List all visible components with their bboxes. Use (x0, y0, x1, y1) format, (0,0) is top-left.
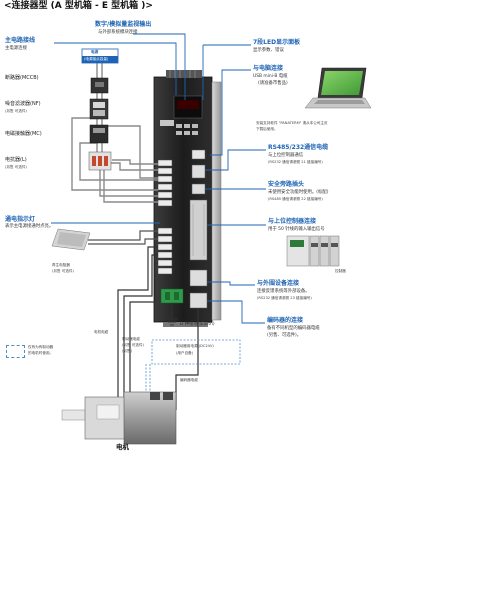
contactor-label: 电磁接触器(MC) (5, 131, 42, 137)
reactor-sub: (另售 可选件) (5, 165, 27, 169)
pc-sub2: (请准备市售品) (258, 81, 288, 86)
safety-sub2: (RS485 通信请参照 22 链接编号) (268, 197, 323, 201)
rs485-sub1: 与上位控制器通信 (268, 153, 304, 158)
resistor-label: 再生电阻器 (52, 263, 70, 267)
power-box-label: 电源 (91, 50, 99, 54)
encoder-cable-label: 编码器电缆 (180, 378, 198, 382)
ext-title: 与外围设备连接 (257, 280, 300, 287)
led-panel-sub: 显示参数、错误 (253, 48, 284, 53)
pc-sub1: USB mini-B 电缆 (253, 74, 288, 79)
resistor-icon (51, 228, 91, 251)
led-panel-title: 7段LED显示面板 (253, 39, 301, 46)
earth-wire (166, 303, 178, 326)
power-led-sub: 表示主电源接通时点亮。 (5, 224, 54, 229)
resistor-wires (88, 230, 158, 245)
callout-lines (51, 33, 266, 324)
brake-legend-box (6, 345, 25, 358)
safety-title: 安全旁路插头 (268, 181, 305, 188)
brake-power-sub: (用户自备) (176, 351, 194, 355)
brake-cable-sub2: (另售) (122, 349, 132, 353)
legend-line2: 的电机时使用。 (28, 351, 54, 355)
power-supply-box (81, 48, 119, 64)
noise-filter-label: 噪音滤波器(NF) (5, 101, 41, 107)
mccb-label: 断路器(MCCB) (5, 75, 39, 81)
encoder-sub1: 备有不同机型的编码器电缆 (267, 326, 320, 331)
noise-filter-icon (89, 98, 109, 120)
rs485-sub2: (RS232 通信请参照 21 链接编号) (268, 160, 323, 164)
ext-sub1: 连接反馈系统等外部设备。 (257, 289, 310, 294)
rs485-title: RS485/232通信电缆 (268, 144, 329, 151)
host-title: 与上位控制器连接 (268, 218, 317, 225)
earth-terminal-icon (160, 288, 184, 304)
controller-label: 控制器 (335, 269, 346, 273)
motor-label: 电机 (116, 443, 129, 451)
motor-cable-label: 电机电缆 (94, 330, 109, 334)
usb-port-icon (191, 149, 206, 160)
host-sub: 用于 50 针线的输入输出信号 (268, 227, 325, 232)
safety-sub1: 未使用安全功能时使用。(标配) (268, 190, 329, 195)
software-line1: 安装支持软件 "PANATERM" 请从本公司主页 (256, 121, 328, 125)
power-wires (71, 63, 158, 203)
brake-cable-sub1: (另售 可选件) (122, 343, 144, 347)
safety-port-icon (191, 183, 206, 195)
reactor-label: 电抗器(L) (5, 157, 27, 163)
earth-label: D 种接地 (Earth) (180, 322, 215, 327)
laptop-icon (304, 67, 372, 109)
analog-monitor-sub: 与外部系统模块连接 (98, 30, 138, 35)
encoder-port-icon (189, 292, 208, 309)
legend-line1: 仅有为有制动器 (28, 345, 54, 349)
noise-filter-sub: (另售 可选件) (5, 109, 27, 113)
analog-monitor-title: 数字/模拟量监视输出 (95, 21, 152, 28)
page-title: <连接器型 (A 型机箱 - E 型机箱 )> (4, 1, 153, 11)
motor-terminals-icon (157, 227, 173, 275)
controller-icon (286, 235, 340, 267)
encoder-title: 编码器的连接 (267, 317, 304, 324)
brake-cable-label: 制动器电缆 (122, 337, 140, 341)
io-connector-icon (189, 199, 208, 261)
power-led-title: 通电指示灯 (5, 216, 36, 223)
ext-port-icon (189, 269, 208, 287)
servo-driver (153, 70, 222, 327)
breaker-icon (90, 77, 109, 94)
panel-buttons (176, 124, 198, 135)
ext-sub2: (RS232 通信请参照 23 链接编号) (257, 296, 312, 300)
motor-wires (117, 246, 158, 400)
brake-cable (145, 339, 241, 400)
contactor-icon (89, 124, 109, 144)
resistor-sub: (另售 可选件) (52, 269, 74, 273)
rs485-port-icon (191, 164, 206, 179)
servo-motor-icon (61, 391, 177, 445)
power-subtitle: 主电源连接 (5, 46, 27, 51)
pc-title: 与电脑连接 (253, 65, 284, 72)
power-terminals-icon (157, 159, 173, 207)
power-box-sub: (电源接点容量) (84, 57, 109, 61)
brake-power-label: 制动器用电源 (DC24V) (176, 344, 214, 348)
encoder-sub2: (另售、可选件)。 (267, 333, 302, 338)
reactor-icon (88, 151, 112, 171)
power-title: 主电路接线 (5, 37, 36, 44)
software-line2: 下载后使用。 (256, 127, 278, 131)
